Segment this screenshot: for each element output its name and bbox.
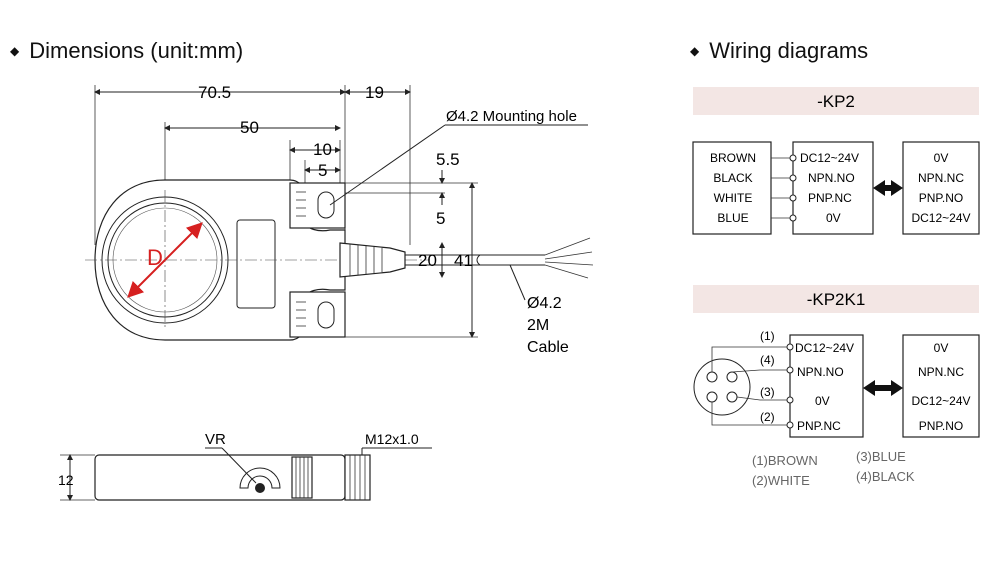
wiring-heading-text: Wiring diagrams [709, 38, 869, 63]
cable-label-2: 2M [527, 317, 549, 334]
kp2-left-wire: BROWN [710, 151, 756, 165]
kp2k1-pin-number: (1) [760, 329, 775, 343]
kp2-middle-pin: DC12~24V [800, 151, 859, 165]
cable-label-3: Cable [527, 339, 569, 356]
kp2-wiring: -KP2 BROWN BLACK WHITE BLUE DC12~24V NPN… [692, 87, 980, 235]
sensor-top-view: D 70.5 19 50 10 5 5.5 5 20 41 [85, 83, 594, 356]
sensor-side-view: VR M12x1.0 12 [58, 431, 432, 501]
kp2-right-pin: 0V [934, 151, 949, 165]
kp2-left-wire: BLUE [717, 211, 748, 225]
kp2-middle-pin: PNP.NC [808, 191, 852, 205]
kp2-middle-pin: NPN.NO [808, 171, 855, 185]
kp2k1-legend: (1)BROWN [752, 453, 818, 468]
dim-5-top: 5 [318, 161, 327, 180]
kp2k1-legend: (4)BLACK [856, 469, 915, 484]
kp2k1-middle-pin: NPN.NO [797, 365, 844, 379]
kp2k1-legend: (3)BLUE [856, 449, 906, 464]
kp2k1-middle-pin: DC12~24V [795, 341, 854, 355]
cable-label-1: Ø4.2 [527, 295, 562, 312]
kp2-right-pin: DC12~24V [911, 211, 970, 225]
vr-label: VR [205, 431, 226, 448]
kp2k1-legend: (2)WHITE [752, 473, 810, 488]
kp2k1-wiring: -KP2K1 (1) (4) (3) (2) DC12~24V N [693, 285, 980, 488]
height-label: 12 [58, 472, 74, 488]
connector-icon [693, 358, 751, 416]
dim-tail-length: 19 [365, 83, 384, 102]
dim-10: 10 [313, 140, 332, 159]
kp2-right-pin: PNP.NO [919, 191, 963, 205]
kp2k1-title: -KP2K1 [807, 290, 866, 309]
dimensions-heading-text: Dimensions (unit:mm) [29, 38, 244, 63]
double-arrow-icon [863, 380, 903, 396]
kp2k1-right-pin: DC12~24V [911, 394, 970, 408]
kp2-middle-pin: 0V [826, 211, 841, 225]
kp2k1-right-pin: PNP.NO [919, 419, 963, 433]
mounting-hole-label: Ø4.2 Mounting hole [446, 108, 577, 125]
dimensions-heading: ◆ Dimensions (unit:mm) [10, 38, 243, 64]
dim-20: 20 [418, 251, 437, 270]
kp2k1-right-pin: 0V [934, 341, 949, 355]
dim-50: 50 [240, 118, 259, 137]
kp2k1-pin-number: (3) [760, 385, 775, 399]
kp2k1-right-pin: NPN.NC [918, 365, 964, 379]
diameter-label: D [147, 245, 163, 270]
thread-label: M12x1.0 [365, 431, 419, 447]
bullet-icon: ◆ [10, 44, 20, 58]
kp2-title: -KP2 [817, 92, 855, 111]
kp2-left-wire: BLACK [713, 171, 752, 185]
dim-overall-length: 70.5 [198, 83, 231, 102]
kp2k1-pin-number: (4) [760, 353, 775, 367]
dim-5-5: 5.5 [436, 150, 460, 169]
bullet-icon: ◆ [690, 44, 700, 58]
dim-41: 41 [454, 251, 473, 270]
kp2-right-pin: NPN.NC [918, 171, 964, 185]
dim-5-right: 5 [436, 209, 445, 228]
kp2k1-pin-number: (2) [760, 410, 775, 424]
wiring-heading: ◆ Wiring diagrams [690, 38, 868, 64]
kp2k1-middle-pin: PNP.NC [797, 419, 841, 433]
kp2k1-middle-pin: 0V [815, 394, 830, 408]
kp2-left-wire: WHITE [714, 191, 753, 205]
double-arrow-icon [873, 180, 903, 196]
